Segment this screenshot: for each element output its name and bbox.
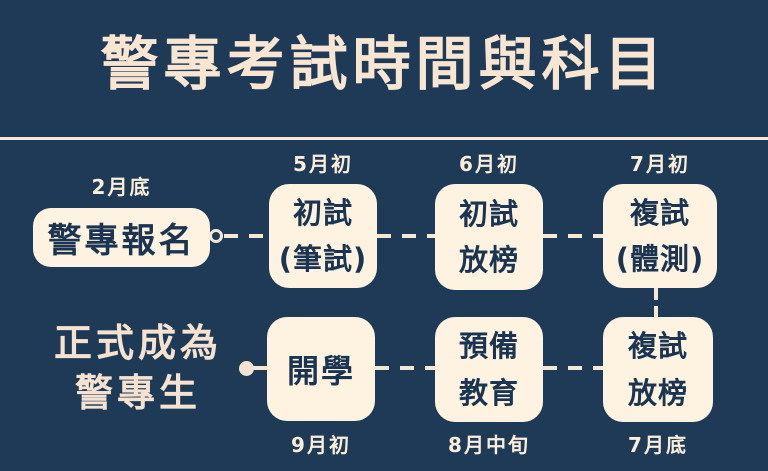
node-register: 警專報名 xyxy=(33,208,210,267)
node-prep-education-line2: 教育 xyxy=(458,375,519,410)
connector-dash-register-to-first-exam xyxy=(224,234,270,238)
node-second-exam-results-line1: 複試 xyxy=(627,329,688,364)
connector-solid-school-to-dot xyxy=(250,366,268,370)
node-first-exam-results: 初試 放榜 xyxy=(435,184,543,290)
date-label-first-exam-results: 6月初 xyxy=(459,152,519,176)
end-status-line2: 警專生 xyxy=(74,371,201,416)
end-status-line1: 正式成為 xyxy=(53,321,222,365)
end-status-text: 正式成為 警專生 xyxy=(30,318,246,418)
date-label-school-start: 9月初 xyxy=(291,433,351,457)
node-second-exam: 複試 (體測) xyxy=(603,184,717,288)
connector-dash-second-results-to-prep xyxy=(543,366,603,370)
node-second-exam-results: 複試 放榜 xyxy=(603,317,713,422)
connector-dash-results-to-second-exam xyxy=(543,234,603,238)
node-first-exam-results-line1: 初試 xyxy=(458,196,519,231)
node-school-start: 開學 xyxy=(267,317,375,421)
date-label-first-exam: 5月初 xyxy=(293,152,353,176)
node-prep-education-line1: 預備 xyxy=(458,329,519,364)
node-school-start-label: 開學 xyxy=(286,352,355,390)
page-title: 警專考試時間與科目 xyxy=(100,30,668,98)
node-first-exam-line1: 初試 xyxy=(292,195,353,230)
date-label-register: 2月底 xyxy=(91,175,152,199)
connector-dash-prep-to-school xyxy=(375,366,435,370)
node-second-exam-line2: (體測) xyxy=(615,242,705,276)
date-label-prep-education: 8月中旬 xyxy=(448,433,530,457)
date-label-second-exam: 7月初 xyxy=(630,152,690,176)
node-first-exam-line2: (筆試) xyxy=(278,242,368,276)
date-label-second-exam-results: 7月底 xyxy=(628,433,688,457)
node-first-exam: 初試 (筆試) xyxy=(269,184,377,288)
connector-dash-first-exam-to-results xyxy=(377,234,435,238)
node-second-exam-line1: 複試 xyxy=(629,195,690,230)
node-prep-education: 預備 教育 xyxy=(435,317,543,422)
connector-dot-marker xyxy=(239,361,254,376)
connector-vertical-second-exam-to-results xyxy=(654,288,658,317)
node-second-exam-results-line2: 放榜 xyxy=(627,375,688,410)
connector-ring-marker xyxy=(209,229,223,243)
node-first-exam-results-line2: 放榜 xyxy=(458,243,519,277)
node-register-label: 警專報名 xyxy=(47,221,196,261)
title-divider xyxy=(0,137,768,140)
